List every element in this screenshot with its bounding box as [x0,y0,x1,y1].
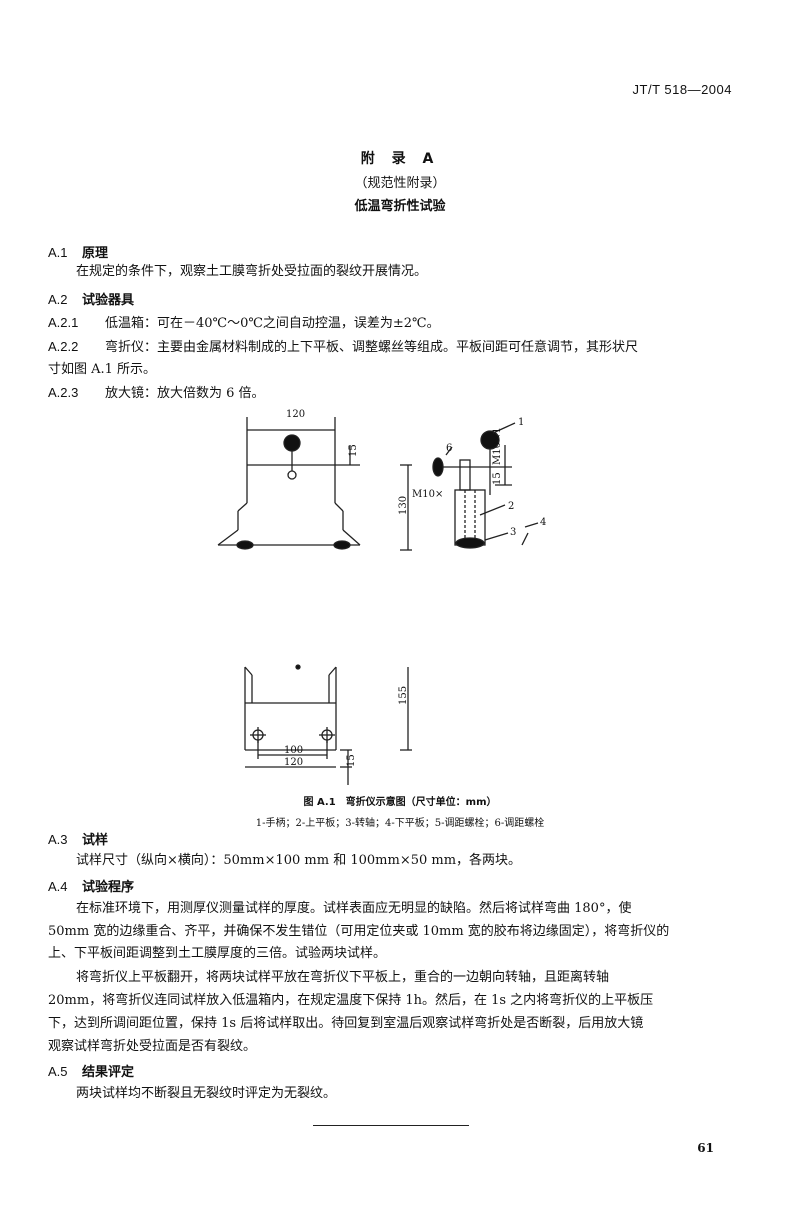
section-a3-heading: A.3 试样 [48,829,108,848]
section-title: 试样 [82,833,109,848]
dim-15-top: 15 [348,444,359,457]
dim-15-bottom: 15 [346,754,357,767]
item-text: 弯折仪：主要由金属材料制成的上下平板、调整螺丝等组成。平板间距可任意调节，其形状… [105,340,639,355]
section-a3-text: 试样尺寸（纵向×横向）：50mm×100 mm 和 100mm×50 mm，各两… [76,853,522,868]
section-a5-heading: A.5 结果评定 [48,1061,134,1080]
bending-tester-figure: 120 15 130 M10×1 M10× 15 155 100 120 15 … [217,409,546,785]
a4-p2-line4: 观察试样弯折处受拉面是否有裂纹。 [48,1039,257,1054]
a4-p2-line2: 20mm，将弯折仪连同试样放入低温箱内，在规定温度下保持 1h。然后，在 1s … [48,993,654,1008]
dim-120-top: 120 [286,409,305,420]
section-number: A.3 [48,832,68,847]
item-a22-cont: 寸如图 A.1 所示。 [48,362,157,377]
section-a4-heading: A.4 试验程序 [48,876,134,895]
section-number: A.2 [48,292,68,307]
section-a1-text: 在规定的条件下，观察土工膜弯折处受拉面的裂纹开展情况。 [76,264,428,279]
label-2: 2 [508,501,514,512]
figure-legend: 1-手柄；2-上平板；3-转轴；4-下平板；5-调距螺栓；6-调距螺栓 [255,818,545,829]
section-a2-heading: A.2 试验器具 [48,289,134,308]
label-3: 3 [510,527,516,538]
dim-130: 130 [398,496,409,515]
item-a22: A.2.2 弯折仪：主要由金属材料制成的上下平板、调整螺丝等组成。平板间距可任意调… [48,336,638,355]
a4-p2-line1: 将弯折仪上平板翻开，将两块试样平放在弯折仪下平板上，重合的一边朝向转轴，且距离转… [76,970,610,985]
section-title: 原理 [82,246,109,261]
handle-knob-top [283,434,301,452]
section-title: 结果评定 [82,1065,135,1080]
a4-p1-line2: 50mm 宽的边缘重合、齐平，并确保不发生错位（可用定位夹或 10mm 宽的胶布… [48,924,670,939]
section-number: A.5 [48,1064,68,1079]
dim-m10-horizontal: M10× [412,489,443,500]
item-a21: A.2.1 低温箱：可在－40℃～0℃之间自动控温，误差为±2℃。 [48,312,440,331]
section-a5-text: 两块试样均不断裂且无裂纹时评定为无裂纹。 [76,1086,337,1101]
label-1: 1 [518,417,524,428]
appendix-name: 低温弯折性试验 [354,199,446,214]
figure-caption: 图 A.1 弯折仪示意图（尺寸单位：mm） [303,797,497,808]
dim-15-side: 15 [492,472,503,485]
a4-p2-line3: 下，达到所调间距位置，保持 1s 后将试样取出。待回复到室温后观察试样弯折处是否… [48,1016,644,1031]
item-text: 放大镜：放大倍数为 6 倍。 [105,386,265,401]
label-6: 6 [446,443,452,454]
appendix-title: 附 录 A [360,151,440,167]
item-number: A.2.2 [48,339,79,354]
section-number: A.4 [48,879,68,894]
item-text: 低温箱：可在－40℃～0℃之间自动控温，误差为±2℃。 [105,316,440,331]
a4-p1-line1: 在标准环境下，用测厚仪测量试样的厚度。试样表面应无明显的缺陷。然后将试样弯曲 1… [76,901,632,916]
dim-100: 100 [284,745,303,756]
dim-155: 155 [398,686,409,705]
item-number: A.2.1 [48,315,79,330]
section-number: A.1 [48,245,68,260]
section-title: 试验程序 [82,880,135,895]
dim-120-bottom: 120 [284,757,303,768]
end-rule [313,1125,469,1126]
section-a1-heading: A.1 原理 [48,242,108,261]
a4-p1-line3: 上、下平板间距调整到土工膜厚度的三倍。试验两块试样。 [48,946,387,961]
standard-number: JT/T 518—2004 [632,82,732,97]
page-number: 61 [697,1141,714,1155]
label-4: 4 [540,517,546,528]
item-number: A.2.3 [48,385,79,400]
appendix-nature: （规范性附录） [354,176,446,191]
dim-m10-vertical: M10×1 [492,427,503,465]
section-title: 试验器具 [82,293,135,308]
item-a23: A.2.3 放大镜：放大倍数为 6 倍。 [48,382,265,401]
